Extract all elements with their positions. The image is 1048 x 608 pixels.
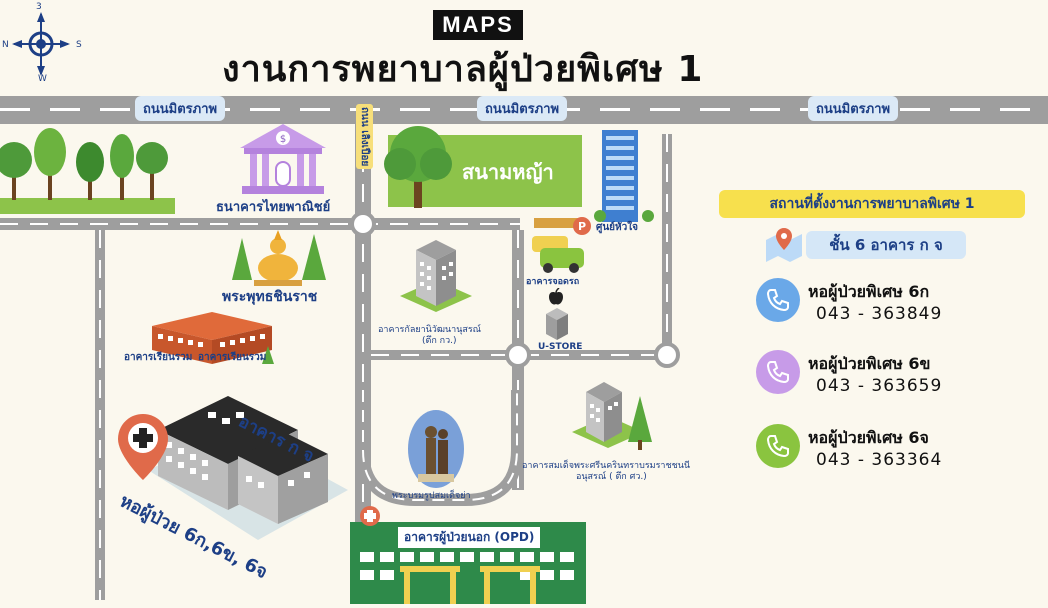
contact-name: หอผู้ป่วยพิเศษ 6จ <box>808 428 929 447</box>
contact-phone[interactable]: 043 - 363849 <box>816 304 943 324</box>
trees-icon <box>0 128 175 214</box>
street-label-vertical: ถนน เลิงเปือย <box>356 104 373 170</box>
page-title: งานการพยาบาลผู้ป่วยพิเศษ 1 <box>222 49 704 90</box>
ward-building-icon <box>118 390 350 540</box>
monument-label: พระบรมรูปสมเด็จย่า <box>392 491 471 501</box>
map-pin-icon <box>764 226 804 262</box>
contact-name: หอผู้ป่วยพิเศษ 6ข <box>808 354 931 373</box>
research-building-icon <box>400 236 472 316</box>
opd-building-icon <box>350 504 586 604</box>
lecture-building-icon <box>142 306 282 366</box>
sirindhorn-building-sublabel: อนุสรณ์ ( ตึก ศว.) <box>576 472 647 482</box>
ustore-building-icon <box>542 306 572 340</box>
compass-north: 3 <box>36 2 42 12</box>
parking-icon: P <box>528 214 592 274</box>
apple-icon <box>548 287 564 306</box>
parking-label: อาคารจอดรถ <box>526 277 580 287</box>
svg-text:P: P <box>578 220 586 233</box>
roundabout <box>350 211 376 237</box>
buddha-label: พระพุทธชินราช <box>222 289 318 305</box>
location-title: สถานที่ตั้งงานการพยาบาลพิเศษ 1 <box>719 190 1025 218</box>
research-building-label: อาคารกัลยานิวัฒนานุสรณ์ <box>378 325 482 335</box>
street-label: ถนนมิตรภาพ <box>477 96 568 121</box>
bank-label: ธนาคารไทยพาณิชย์ <box>216 200 331 215</box>
inner-road-top <box>0 218 520 230</box>
street-label: ถนนมิตรภาพ <box>808 96 899 121</box>
svg-text:$: $ <box>280 134 286 145</box>
roundabout <box>505 342 531 368</box>
lecture-label-2: อาคารเรียนรวม <box>198 352 267 363</box>
monument-icon <box>408 410 464 488</box>
compass-south: S <box>76 40 82 50</box>
compass-east: W <box>38 74 47 84</box>
roundabout <box>654 342 680 368</box>
contact-name: หอผู้ป่วยพิเศษ 6ก <box>808 282 930 301</box>
research-building-sublabel: (ตึก กว.) <box>422 336 457 346</box>
street-label: ถนนมิตรภาพ <box>135 96 226 121</box>
compass-west: N <box>2 40 9 50</box>
contact-phone[interactable]: 043 - 363364 <box>816 450 943 470</box>
opd-label: อาคารผู้ป่วยนอก (OPD) <box>398 527 541 548</box>
sirindhorn-building-icon <box>572 376 652 452</box>
vertical-road-left <box>95 230 105 600</box>
park-label: สนามหญ้า <box>462 160 554 184</box>
heart-center-tower-icon <box>594 126 654 226</box>
hospital-pin-icon <box>118 414 168 480</box>
phone-icon[interactable] <box>756 278 800 322</box>
bank-icon: $ <box>240 124 326 194</box>
curved-road <box>355 390 525 510</box>
phone-icon[interactable] <box>756 424 800 468</box>
heart-center-label: ศูนย์หัวใจ <box>596 222 638 233</box>
compass-icon <box>10 8 72 80</box>
floor-badge: ชั้น 6 อาคาร ก จ <box>806 231 966 259</box>
phone-icon[interactable] <box>756 350 800 394</box>
contact-phone[interactable]: 043 - 363659 <box>816 376 943 396</box>
vertical-road-right <box>662 134 672 354</box>
maps-badge: MAPS <box>433 10 523 40</box>
ustore-label: U-STORE <box>538 342 583 352</box>
sirindhorn-building-label: อาคารสมเด็จพระศรีนครินทราบรมราชชนนี <box>522 461 691 471</box>
lecture-label: อาคารเรียนรวม <box>124 352 193 363</box>
tree-icon <box>378 120 458 208</box>
buddha-statue-icon <box>230 228 326 286</box>
